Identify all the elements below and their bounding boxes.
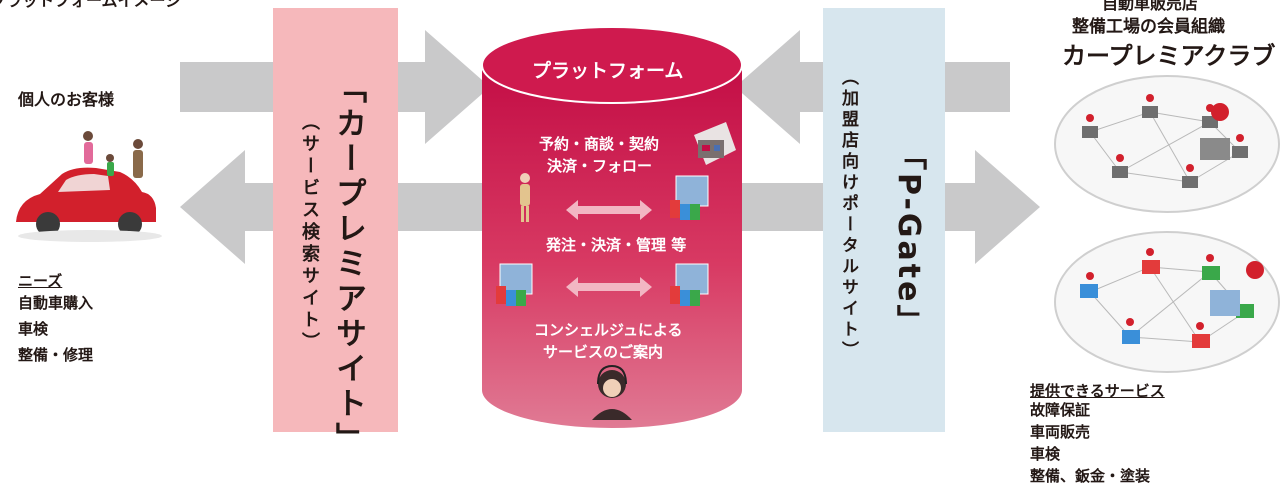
car-family-illustration: [16, 131, 162, 242]
platform-line-2: 決済・フォロー: [547, 157, 653, 175]
platform-line-1: 予約・商談・契約: [539, 135, 660, 153]
car-premier-site-title: 「カープレミアサイト」: [330, 72, 366, 457]
building-icon-3: [670, 263, 709, 306]
needs-item: 車検: [18, 320, 49, 338]
concierge-icon: [592, 364, 632, 420]
platform-line-3: 発注・決済・管理 等: [546, 236, 687, 254]
needs-heading: ニーズ: [18, 272, 63, 290]
showroom-icon: [694, 122, 736, 165]
building-icon-1: [670, 175, 709, 220]
page-title: プラットフォームイメージ: [0, 0, 182, 10]
p-gate-subtitle: （加盟店向けポータルサイト）: [838, 68, 858, 362]
services-item: 車検: [1030, 445, 1061, 463]
person-icon: [520, 173, 530, 222]
services-list: 故障保証 車両販売 車検 整備、鈑金・塗装: [1030, 399, 1150, 487]
platform-line-4: コンシェルジュによる: [534, 321, 683, 339]
customer-title: 個人のお客様: [18, 90, 115, 109]
member-network-illustration: [1054, 75, 1280, 373]
club-line-2: 整備工場の会員組織: [1072, 17, 1225, 37]
needs-item: 自動車購入: [18, 294, 94, 312]
double-arrow-lower: [566, 277, 652, 297]
family-icon: [83, 131, 143, 178]
services-item: 整備、鈑金・塗装: [1030, 467, 1151, 485]
network-cluster-upper: [1054, 75, 1280, 213]
building-icon-2: [496, 263, 533, 306]
network-cluster-lower: [1054, 231, 1280, 373]
platform-illustrations: [496, 122, 736, 420]
p-gate-panel: [823, 8, 945, 432]
car-premier-site-panel: [273, 8, 398, 432]
club-name: カープレミアクラブ: [1062, 42, 1276, 70]
p-gate-title: 「P-Gate」: [891, 140, 926, 338]
platform-title: プラットフォーム: [532, 60, 684, 82]
needs-item: 整備・修理: [18, 346, 94, 364]
platform-cylinder: [481, 26, 743, 428]
platform-line-5: サービスのご案内: [543, 343, 664, 361]
services-item: 故障保証: [1030, 401, 1091, 419]
double-arrow-upper: [566, 200, 652, 220]
needs-list: 自動車購入 車検 整備・修理: [18, 290, 93, 368]
club-line-1: 自動車販売店: [1102, 0, 1199, 13]
services-heading: 提供できるサービス: [1030, 382, 1165, 400]
services-item: 車両販売: [1030, 423, 1091, 441]
car-premier-site-subtitle: （サービス検索サイト）: [299, 112, 320, 354]
